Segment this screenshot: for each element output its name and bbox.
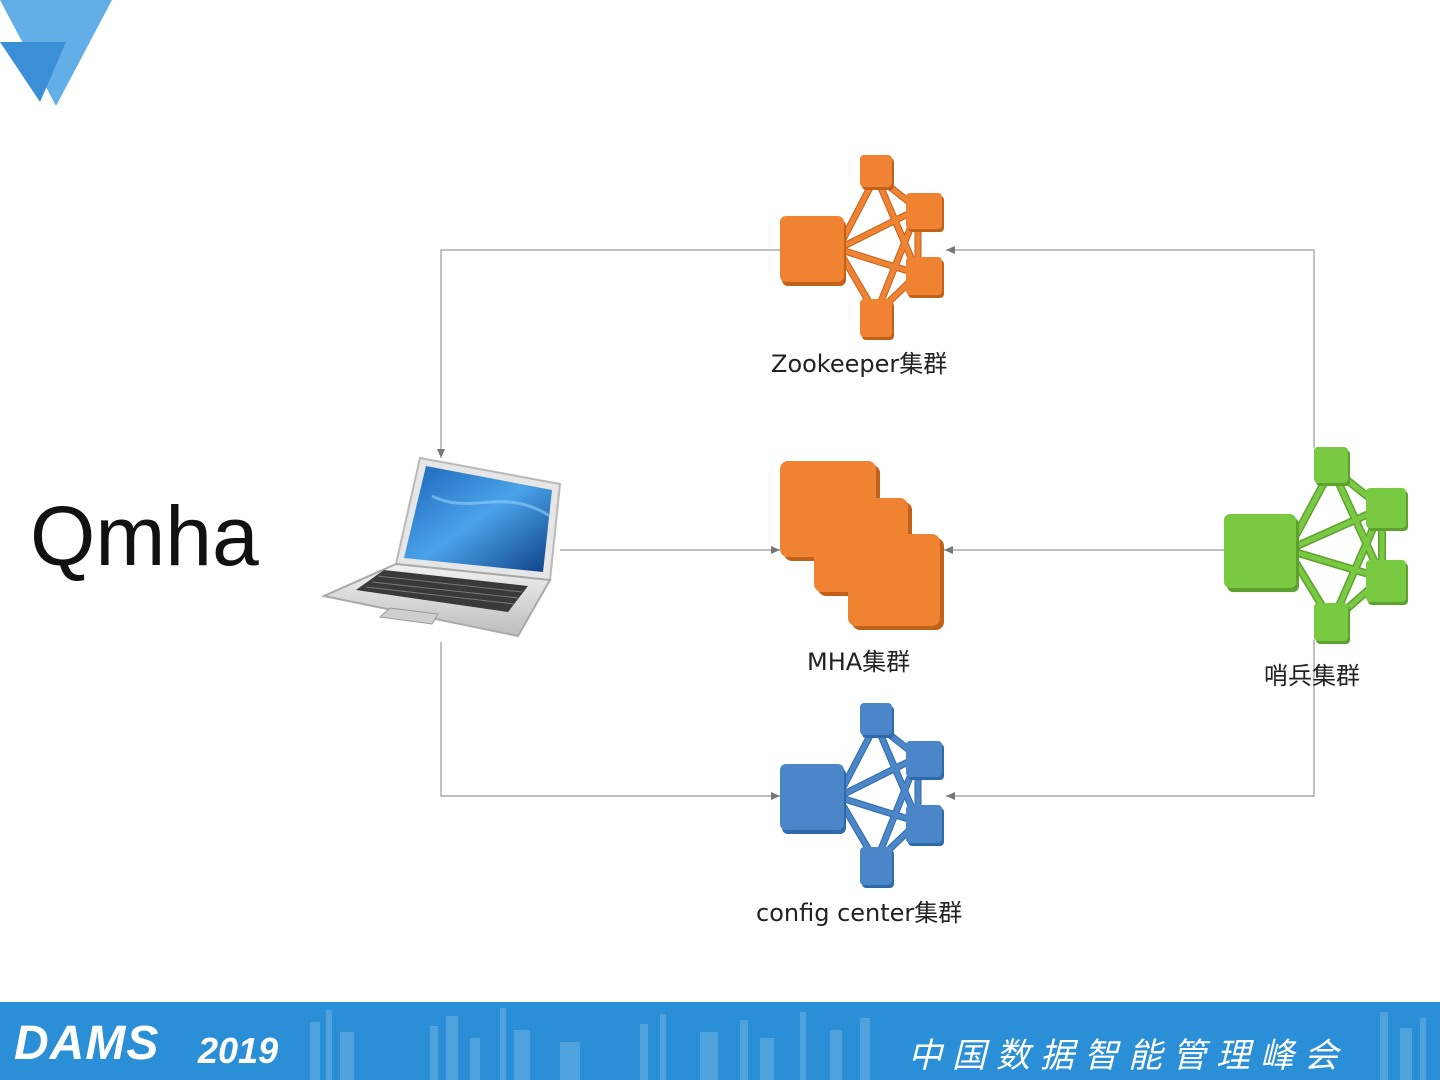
zookeeper-cluster-label: Zookeeper集群 xyxy=(771,344,947,379)
mha-cluster-icon xyxy=(778,460,948,632)
edge-sentinel-to-zookeeper xyxy=(946,250,1314,448)
edge-client-to-config xyxy=(441,642,780,796)
footer-brand: DAMS xyxy=(14,1016,159,1071)
footer-year: 2019 xyxy=(198,1030,278,1072)
edge-sentinel-to-config xyxy=(946,640,1314,796)
sentinel-cluster-label: 哨兵集群 xyxy=(1264,656,1360,691)
config-center-cluster-icon xyxy=(778,702,948,892)
sentinel-cluster-icon xyxy=(1222,446,1412,646)
footer-slogan: 中国数据智能管理峰会 xyxy=(908,1028,1348,1077)
edge-zookeeper-to-client xyxy=(441,250,782,458)
mha-cluster-label: MHA集群 xyxy=(807,642,910,677)
footer-banner: DAMS 2019 中国数据智能管理峰会 xyxy=(0,1002,1440,1080)
zookeeper-cluster-icon xyxy=(778,154,948,344)
config-center-cluster-label: config center集群 xyxy=(756,893,962,928)
laptop-icon xyxy=(322,456,562,644)
